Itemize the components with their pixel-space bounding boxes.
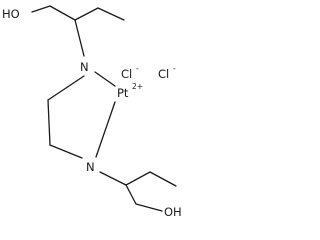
atom-label-cl-2: Cl: [158, 67, 169, 81]
bond-ch2-oh-bottom: [135, 203, 163, 212]
bond-ch-ethyl-bottom: [125, 171, 151, 186]
atom-label-oh-bottom: OH: [164, 205, 182, 219]
bond-n-top-pt: [94, 71, 116, 87]
cl-2-charge-label: -: [173, 64, 176, 73]
bond-ethyl-ch3-bottom: [149, 171, 177, 187]
structure-diagram: HO N N Pt 2+ Cl - Cl - OH: [2, 5, 182, 219]
cl-1-charge-label: -: [136, 64, 139, 73]
ring-bonds: [47, 71, 116, 159]
atom-label-n-bottom: N: [86, 160, 95, 174]
bond-ethyl-ch3-top: [97, 7, 125, 21]
bond-ch-ch2-bottom: [125, 184, 137, 205]
bond-n-ch-bottom: [99, 171, 127, 186]
bond-ch2-ch2: [47, 99, 51, 146]
lower-butanol-arm: [99, 171, 177, 212]
pt-charge-label: 2+: [132, 82, 143, 91]
molecule-drawing: HO N N Pt 2+ Cl - Cl - OH: [2, 5, 182, 219]
atom-label-ho-top: HO: [2, 7, 20, 21]
bond-n-top-ch2: [47, 75, 85, 101]
bond-ch2-n-bottom: [49, 144, 83, 159]
bond-pt-n-bottom: [95, 101, 116, 158]
upper-butanol-arm: [31, 5, 125, 57]
atom-label-pt: Pt: [117, 86, 129, 100]
bond-ch2-ch-top: [49, 5, 76, 21]
bond-ch-ethyl-top: [74, 7, 99, 21]
atom-label-n-top: N: [80, 60, 89, 74]
bond-ho-ch2-top: [31, 5, 51, 13]
bond-ch-n-top: [74, 19, 85, 57]
atom-label-cl-1: Cl: [121, 67, 132, 81]
